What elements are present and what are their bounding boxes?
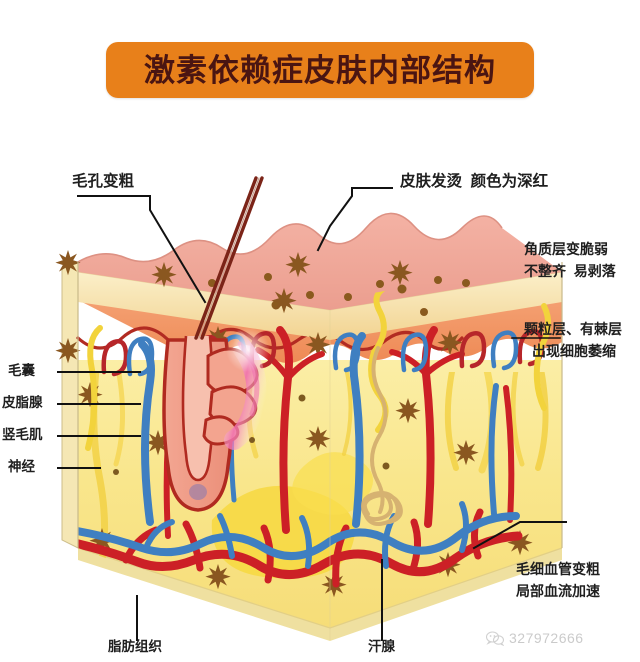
callout-skin-hot: 皮肤发烫 颜色为深红 <box>400 173 549 190</box>
callout-capillary-line2: 局部血流加速 <box>516 583 600 599</box>
page-title: 激素依赖症皮肤内部结构 <box>144 52 496 88</box>
watermark-text: 327972666 <box>509 630 584 646</box>
watermark: 327972666 <box>486 630 584 646</box>
hair-follicle-assembly <box>162 176 270 512</box>
vascular-network <box>78 326 545 588</box>
callout-stratum-corneum-line2: 不整齐 易剥落 <box>524 263 616 279</box>
label-arrector-pili-muscle: 竖毛肌 <box>2 427 43 442</box>
label-sebaceous-gland: 皮脂腺 <box>2 395 43 410</box>
sweat-gland <box>361 346 403 526</box>
inflammation-spots <box>208 273 470 316</box>
block-left-face <box>61 261 79 549</box>
block-edges <box>77 262 563 640</box>
label-nerve: 神经 <box>8 459 35 474</box>
wechat-icon <box>486 630 504 646</box>
callout-pore: 毛孔变粗 <box>72 173 135 190</box>
page-title-pill: 激素依赖症皮肤内部结构 <box>106 42 534 98</box>
label-adipose-tissue: 脂肪组织 <box>108 639 162 654</box>
label-hair-follicle: 毛囊 <box>8 363 35 378</box>
callout-capillary-line1: 毛细血管变粗 <box>516 561 600 577</box>
callout-granular-layer-line2: 出现细胞萎缩 <box>532 343 616 359</box>
callout-stratum-corneum-line1: 角质层变脆弱 <box>524 241 608 257</box>
callout-granular-layer-line1: 颗粒层、有棘层 <box>524 321 622 337</box>
label-sweat-gland: 汗腺 <box>368 639 395 654</box>
